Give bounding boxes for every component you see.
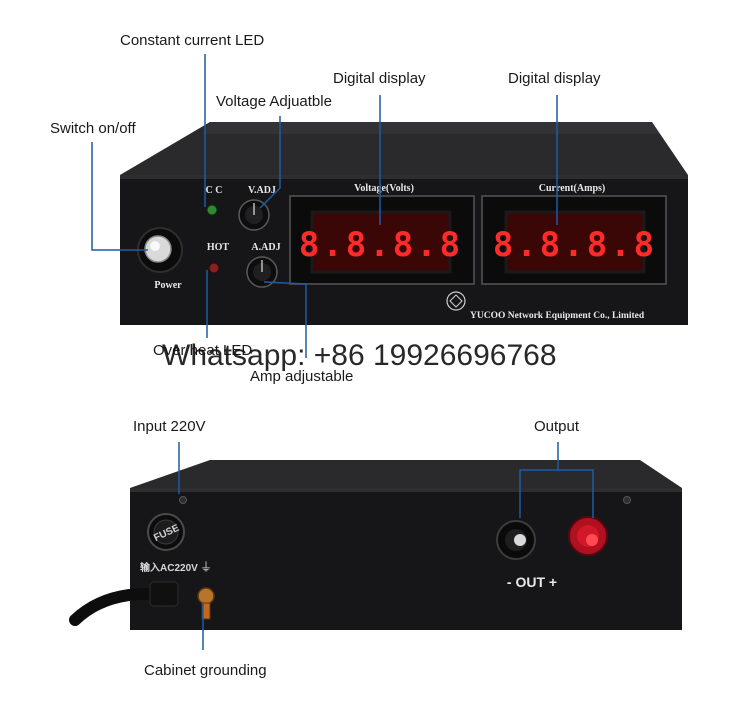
aadj-label: A.ADJ [251, 242, 280, 253]
screw [179, 496, 187, 504]
company-logo-icon [446, 291, 466, 311]
voltage-header: Voltage(Volts) [354, 183, 414, 194]
hot-led [208, 262, 220, 274]
front-unit-lid [120, 122, 688, 175]
screw [623, 496, 631, 504]
front-unit: Power C C HOT V.ADJ A.ADJ Voltage(Volts)… [120, 122, 688, 325]
current-header: Current(Amps) [539, 183, 605, 194]
vadj-label: V.ADJ [248, 185, 276, 196]
callout-digital-display-voltage: Digital display [333, 70, 426, 87]
callout-over-heat-led: Over heat LED [153, 342, 252, 359]
back-unit-lid [130, 460, 682, 488]
ground-terminal[interactable] [197, 587, 215, 605]
callout-amp-adjustable: Amp adjustable [250, 368, 353, 385]
cord-grommet [149, 581, 179, 607]
callouts: Constant current LED Digital display Dig… [50, 32, 601, 679]
callout-switch-on-off: Switch on/off [50, 120, 136, 137]
callout-output: Output [534, 418, 580, 435]
company-name: YUCOO Network Equipment Co., Limited [470, 311, 645, 321]
input-label: 输入AC220V [140, 561, 198, 574]
callout-digital-display-current: Digital display [508, 70, 601, 87]
ground-symbol-icon: ⏚ [200, 560, 212, 574]
back-panel [130, 488, 682, 630]
whatsapp-watermark: Whatsapp: +86 19926696768 [162, 339, 557, 372]
cc-led [206, 204, 218, 216]
back-unit: FUSE 输入AC220V ⏚ - OUT + [69, 460, 682, 630]
out-label: - OUT + [507, 574, 557, 590]
voltage-display [310, 210, 452, 274]
leader-lines [91, 54, 594, 650]
voltage-readout: 8.8.8.8 [299, 225, 463, 265]
hot-label: HOT [207, 242, 230, 253]
power-cord [69, 588, 178, 626]
current-display [504, 210, 646, 274]
callout-input-220v: Input 220V [133, 418, 206, 435]
callout-voltage-adjustable: Voltage Adjuatble [216, 93, 332, 110]
callout-cabinet-grounding: Cabinet grounding [144, 662, 267, 679]
cc-label: C C [206, 185, 223, 196]
callout-constant-current-led: Constant current LED [120, 32, 264, 49]
current-readout: 8.8.8.8 [493, 225, 657, 265]
power-label: Power [154, 280, 182, 291]
